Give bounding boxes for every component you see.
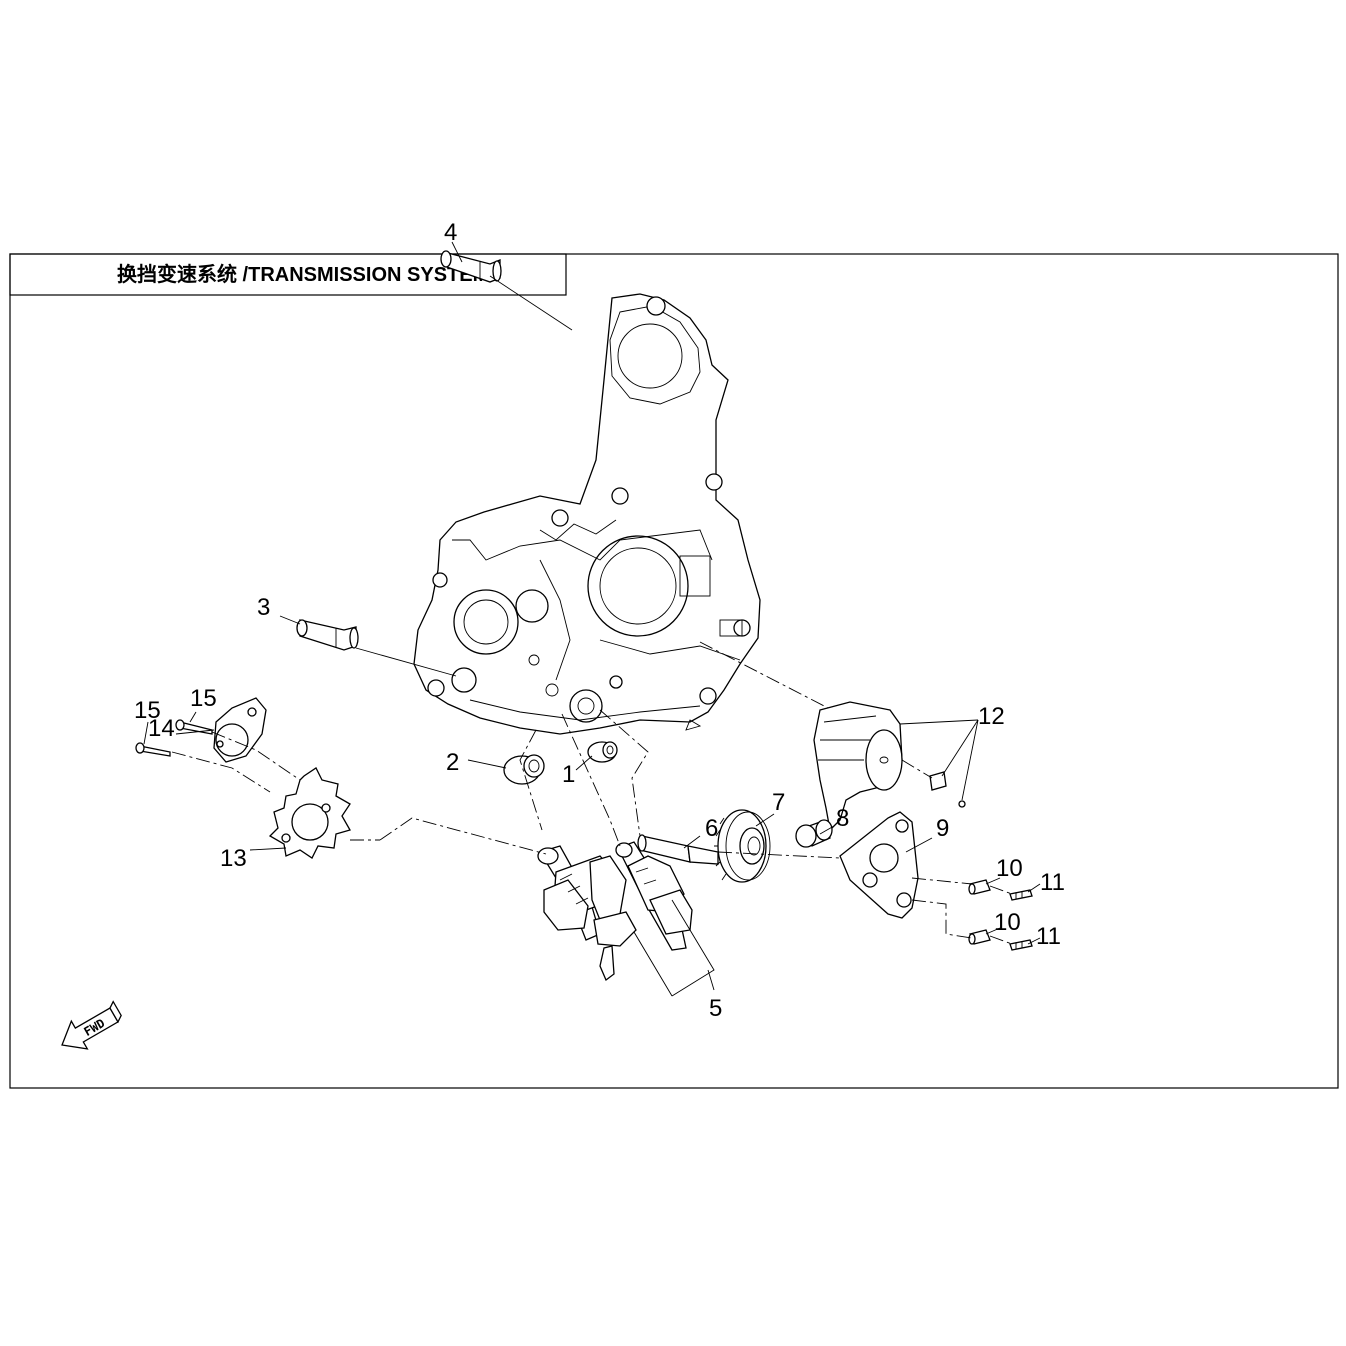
callout-14: 14 xyxy=(148,715,175,742)
callout-3: 3 xyxy=(257,594,270,621)
alignment-lines xyxy=(171,641,1013,945)
page-title: 换挡变速系统 /TRANSMISSION SYSTEM xyxy=(117,262,489,286)
part-14-sprocket-plate xyxy=(213,697,267,763)
callout-9: 9 xyxy=(936,815,949,842)
part-13-drive-sprocket xyxy=(268,767,351,859)
part-2-bearing xyxy=(503,754,545,785)
callout-10-lower: 10 xyxy=(994,909,1021,936)
part-9-cover-plate xyxy=(839,811,919,919)
part-5-transmission-shafts xyxy=(537,841,693,982)
callout-11-lower: 11 xyxy=(1036,923,1061,950)
part-4-dowel-sleeve xyxy=(440,250,502,283)
part-11-screw-lower xyxy=(1009,939,1033,951)
part-6-idler-shaft xyxy=(637,834,719,865)
callout-2: 2 xyxy=(446,749,459,776)
part-11-screw-upper xyxy=(1009,889,1033,901)
callout-1: 1 xyxy=(562,761,575,788)
part-15-bolt-lower xyxy=(135,742,171,757)
callout-13: 13 xyxy=(220,845,247,872)
leader-lines xyxy=(143,241,1041,997)
callout-10-upper: 10 xyxy=(996,855,1023,882)
callout-7: 7 xyxy=(772,789,785,816)
part-10-dowel-lower xyxy=(968,929,991,945)
part-7-idler-gear xyxy=(714,809,771,883)
callout-11-upper: 11 xyxy=(1040,869,1065,896)
callout-12: 12 xyxy=(978,703,1005,730)
part-12-shift-drum xyxy=(813,701,966,832)
forward-arrow-icon: FWD xyxy=(61,1000,122,1050)
callout-numbers: 1 2 3 4 5 6 7 8 9 10 10 11 11 12 13 14 1… xyxy=(134,219,1065,1022)
callout-15-upper: 15 xyxy=(190,685,217,712)
callout-4: 4 xyxy=(444,219,457,246)
callout-8: 8 xyxy=(836,805,849,832)
part-1-bearing xyxy=(587,741,618,763)
part-3-dowel-sleeve xyxy=(296,619,359,651)
crankcase xyxy=(413,293,761,735)
callout-6: 6 xyxy=(705,815,718,842)
part-10-dowel-upper xyxy=(968,879,991,895)
drawing-border xyxy=(9,253,1339,1089)
callout-15-lower: 15 xyxy=(134,697,161,724)
title-block xyxy=(9,253,567,296)
callout-5: 5 xyxy=(709,995,722,1022)
part-8-bushing xyxy=(795,819,833,848)
